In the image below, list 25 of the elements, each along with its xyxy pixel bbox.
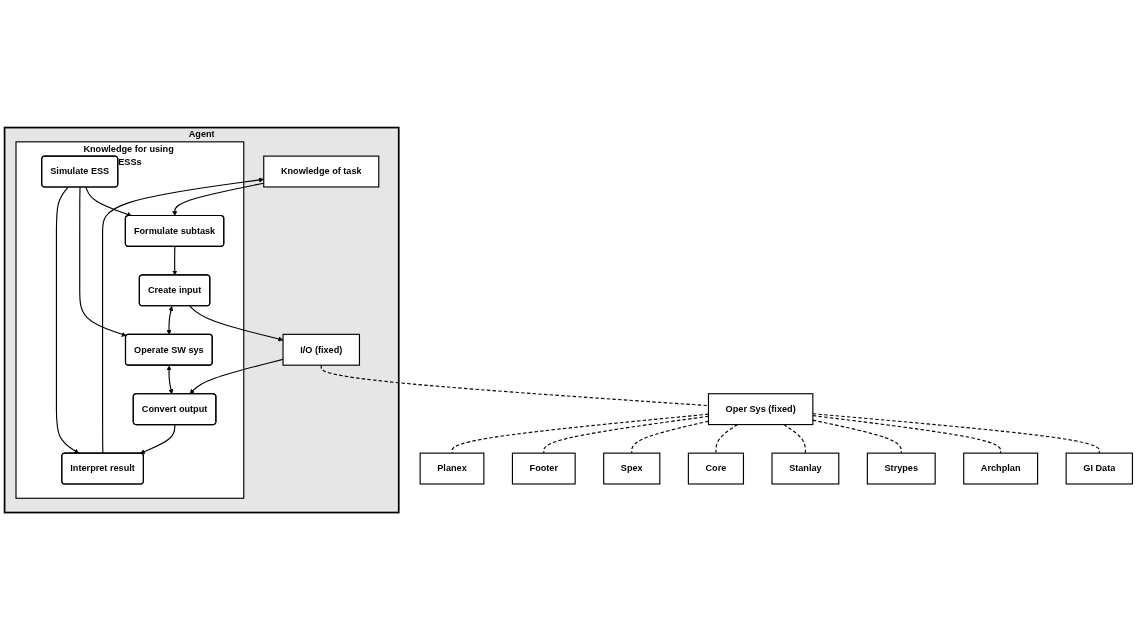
connector	[812, 415, 1002, 454]
node-box: Oper Sys (fixed)	[707, 393, 814, 426]
arrow	[79, 186, 127, 337]
connector	[812, 413, 1100, 454]
connector	[715, 423, 738, 454]
node-box: Strypes	[866, 452, 936, 485]
arrow	[55, 186, 80, 454]
connector	[783, 423, 806, 454]
node-box: Archplan	[963, 452, 1039, 485]
node-box: Footer	[511, 452, 576, 485]
node-box: Knowledge of task	[263, 155, 380, 188]
arrow	[166, 365, 174, 395]
arrow	[166, 306, 174, 335]
node-box: GI Data	[1065, 452, 1133, 485]
node-box: Spex	[603, 452, 661, 485]
node-box: Stanlay	[771, 452, 840, 485]
arrow	[189, 305, 284, 342]
arrow	[102, 177, 264, 454]
node-box: I/O (fixed)	[282, 333, 360, 366]
node-box: Planex	[419, 452, 485, 485]
arrow	[172, 246, 178, 276]
arrow	[189, 358, 284, 395]
arrow	[85, 186, 132, 217]
node-box: Core	[687, 452, 745, 485]
arrow	[140, 424, 176, 454]
